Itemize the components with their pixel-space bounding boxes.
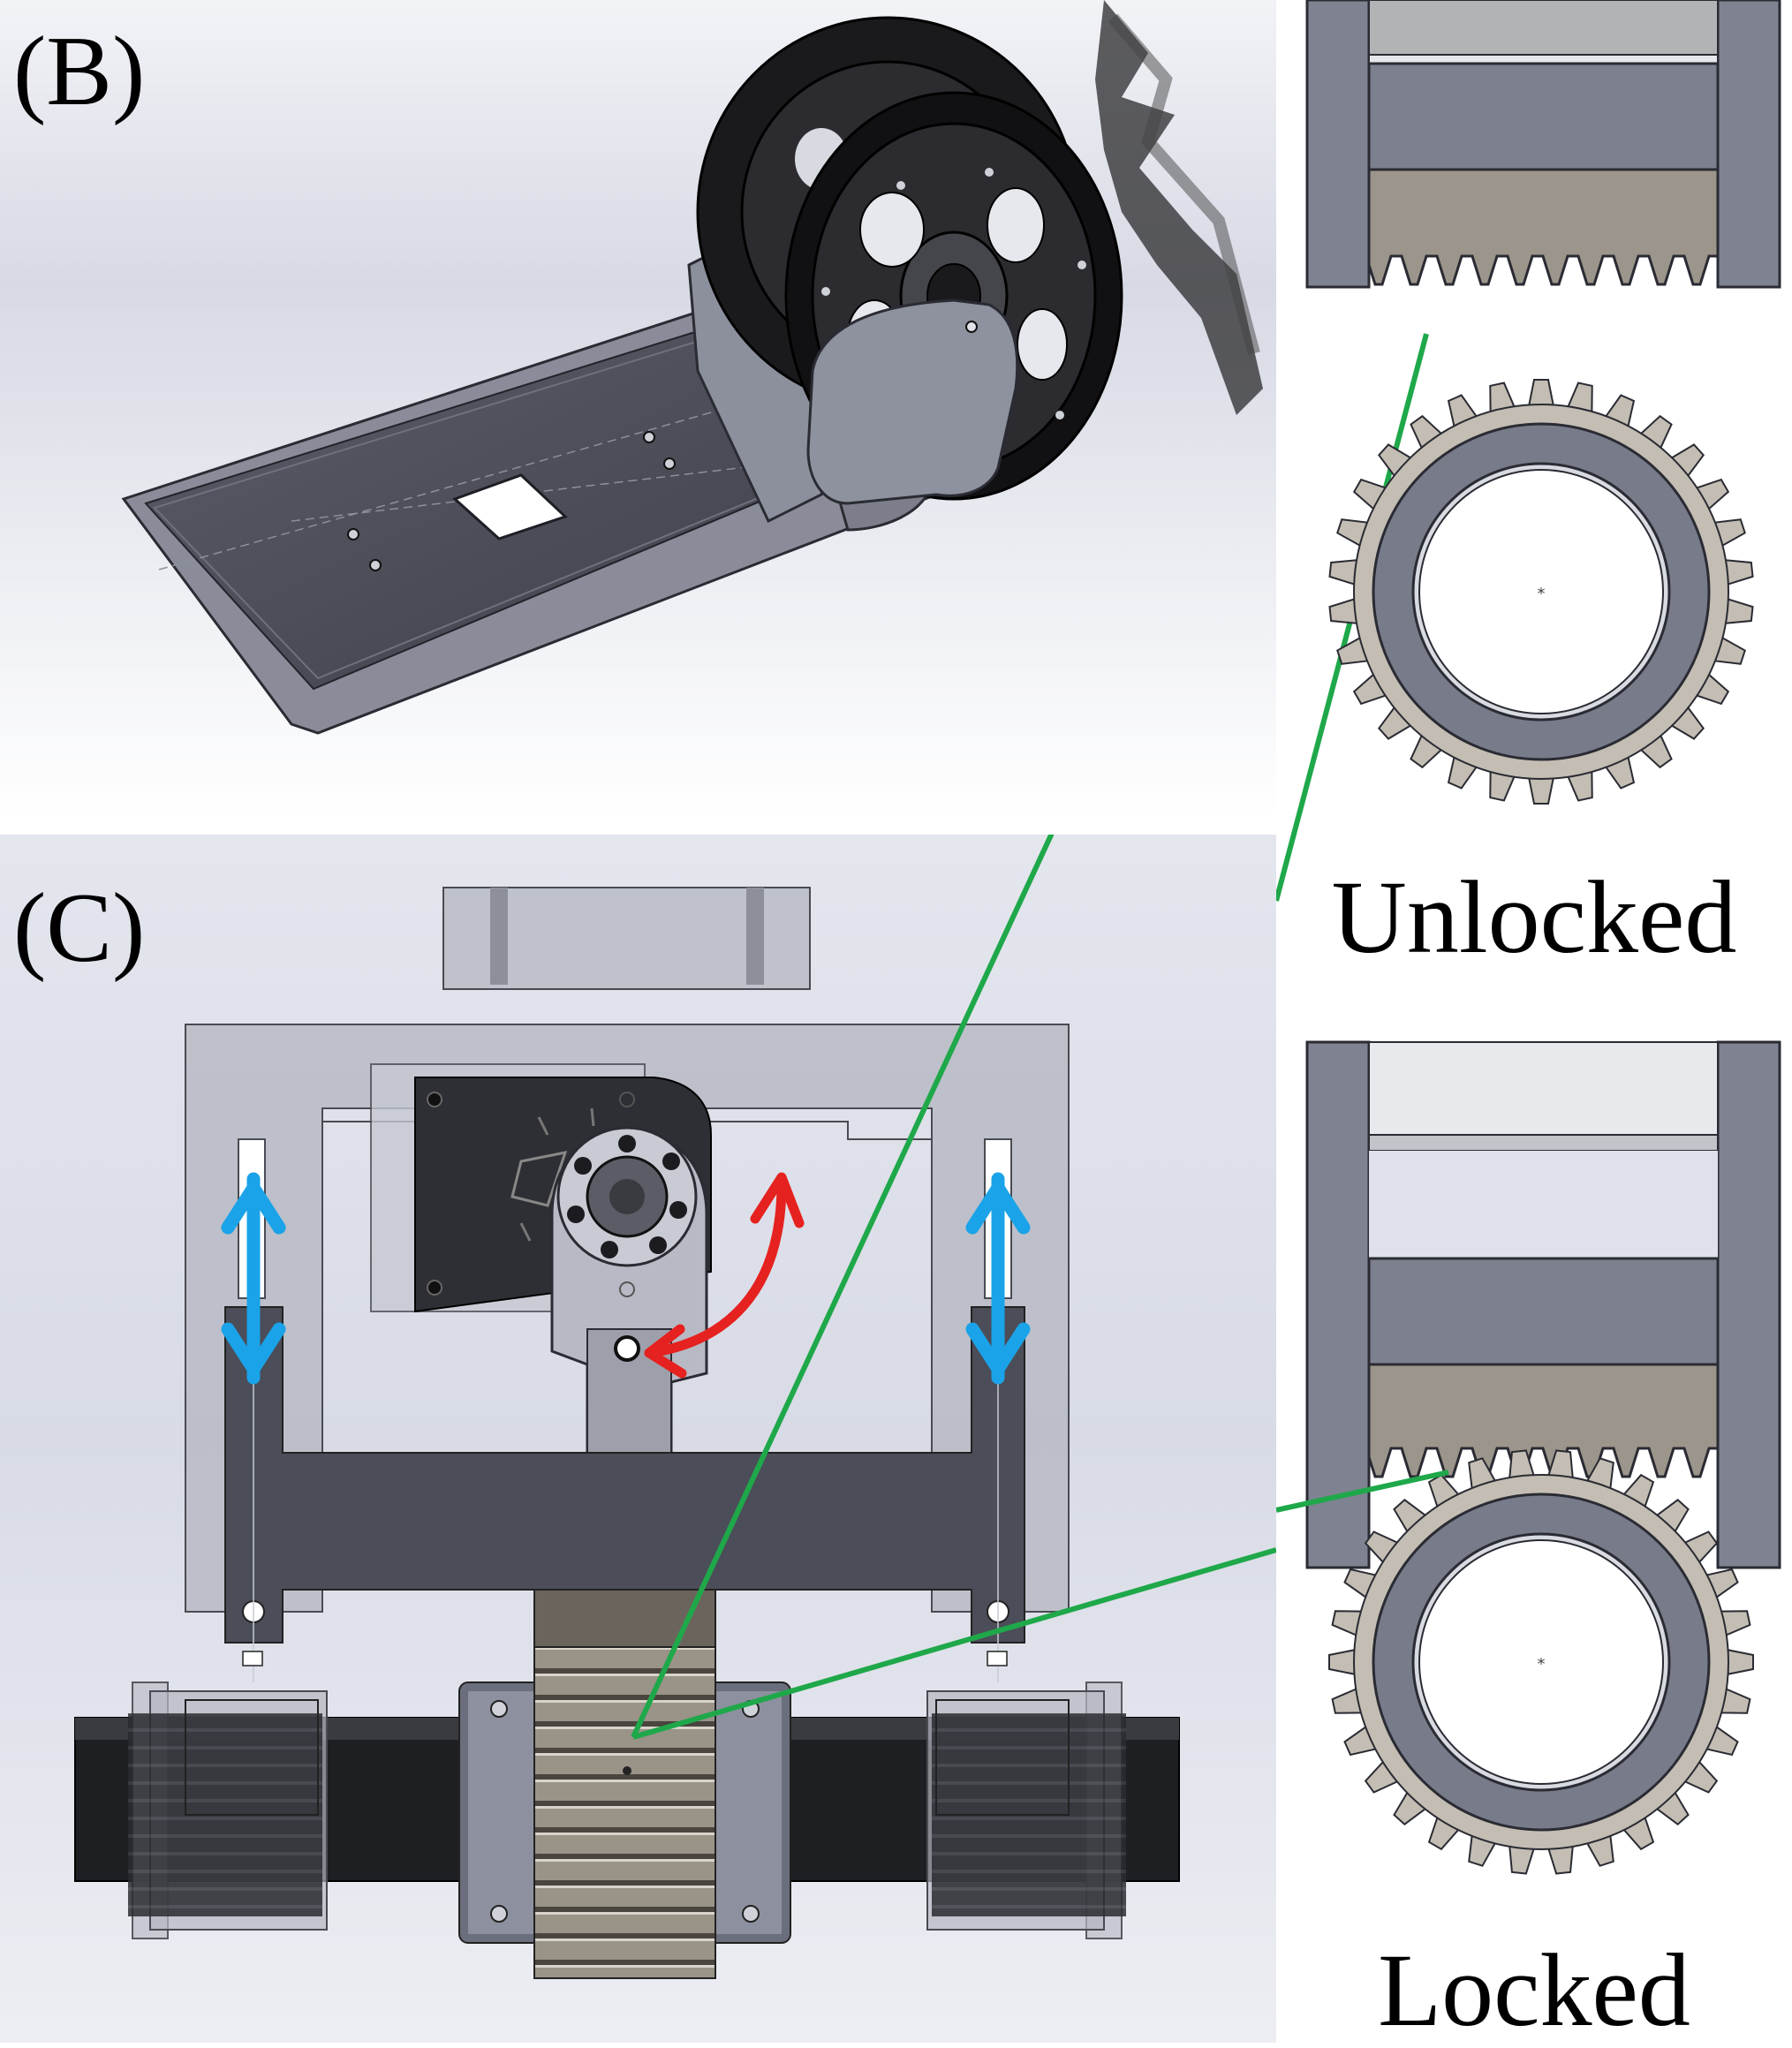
gear-locked-detail: * Locked <box>1276 971 1792 2043</box>
left-vertical-arrow <box>221 1172 286 1385</box>
slider-bar <box>224 1306 1025 1644</box>
gear-locked: * <box>1328 1449 1754 1875</box>
unlocked-drawing: * <box>1276 0 1792 971</box>
right-wheel <box>926 1681 1126 1939</box>
callout-line-unlocked <box>631 835 1055 1739</box>
rotation-arrow <box>644 1172 805 1379</box>
panel-b-drawing <box>0 0 1276 817</box>
rack-teeth-locked <box>1367 1363 1720 1478</box>
svg-text:*: * <box>1538 585 1546 603</box>
callout-line-locked <box>632 1547 1276 1740</box>
left-wheel <box>128 1681 328 1939</box>
center-gear <box>458 1646 791 1979</box>
locked-label: Locked <box>1378 1932 1690 2048</box>
panel-c-label: (C) <box>13 873 146 983</box>
right-vertical-arrow <box>965 1172 1031 1385</box>
side-plate <box>806 299 1019 505</box>
svg-text:*: * <box>1538 1655 1546 1674</box>
panel-b-label: (B) <box>13 17 146 126</box>
panel-c: (C) <box>0 835 1276 2043</box>
gear-unlocked: * <box>1328 379 1754 805</box>
gear-unlocked-detail: * Unlocked <box>1276 0 1792 971</box>
panel-c-drawing <box>0 835 1276 2043</box>
panel-b: (B) <box>0 0 1276 817</box>
locked-drawing: * <box>1276 971 1792 2043</box>
unlocked-label: Unlocked <box>1331 859 1737 975</box>
rack-teeth-unlocked <box>1367 168 1720 286</box>
tray-square-hole <box>452 473 568 540</box>
